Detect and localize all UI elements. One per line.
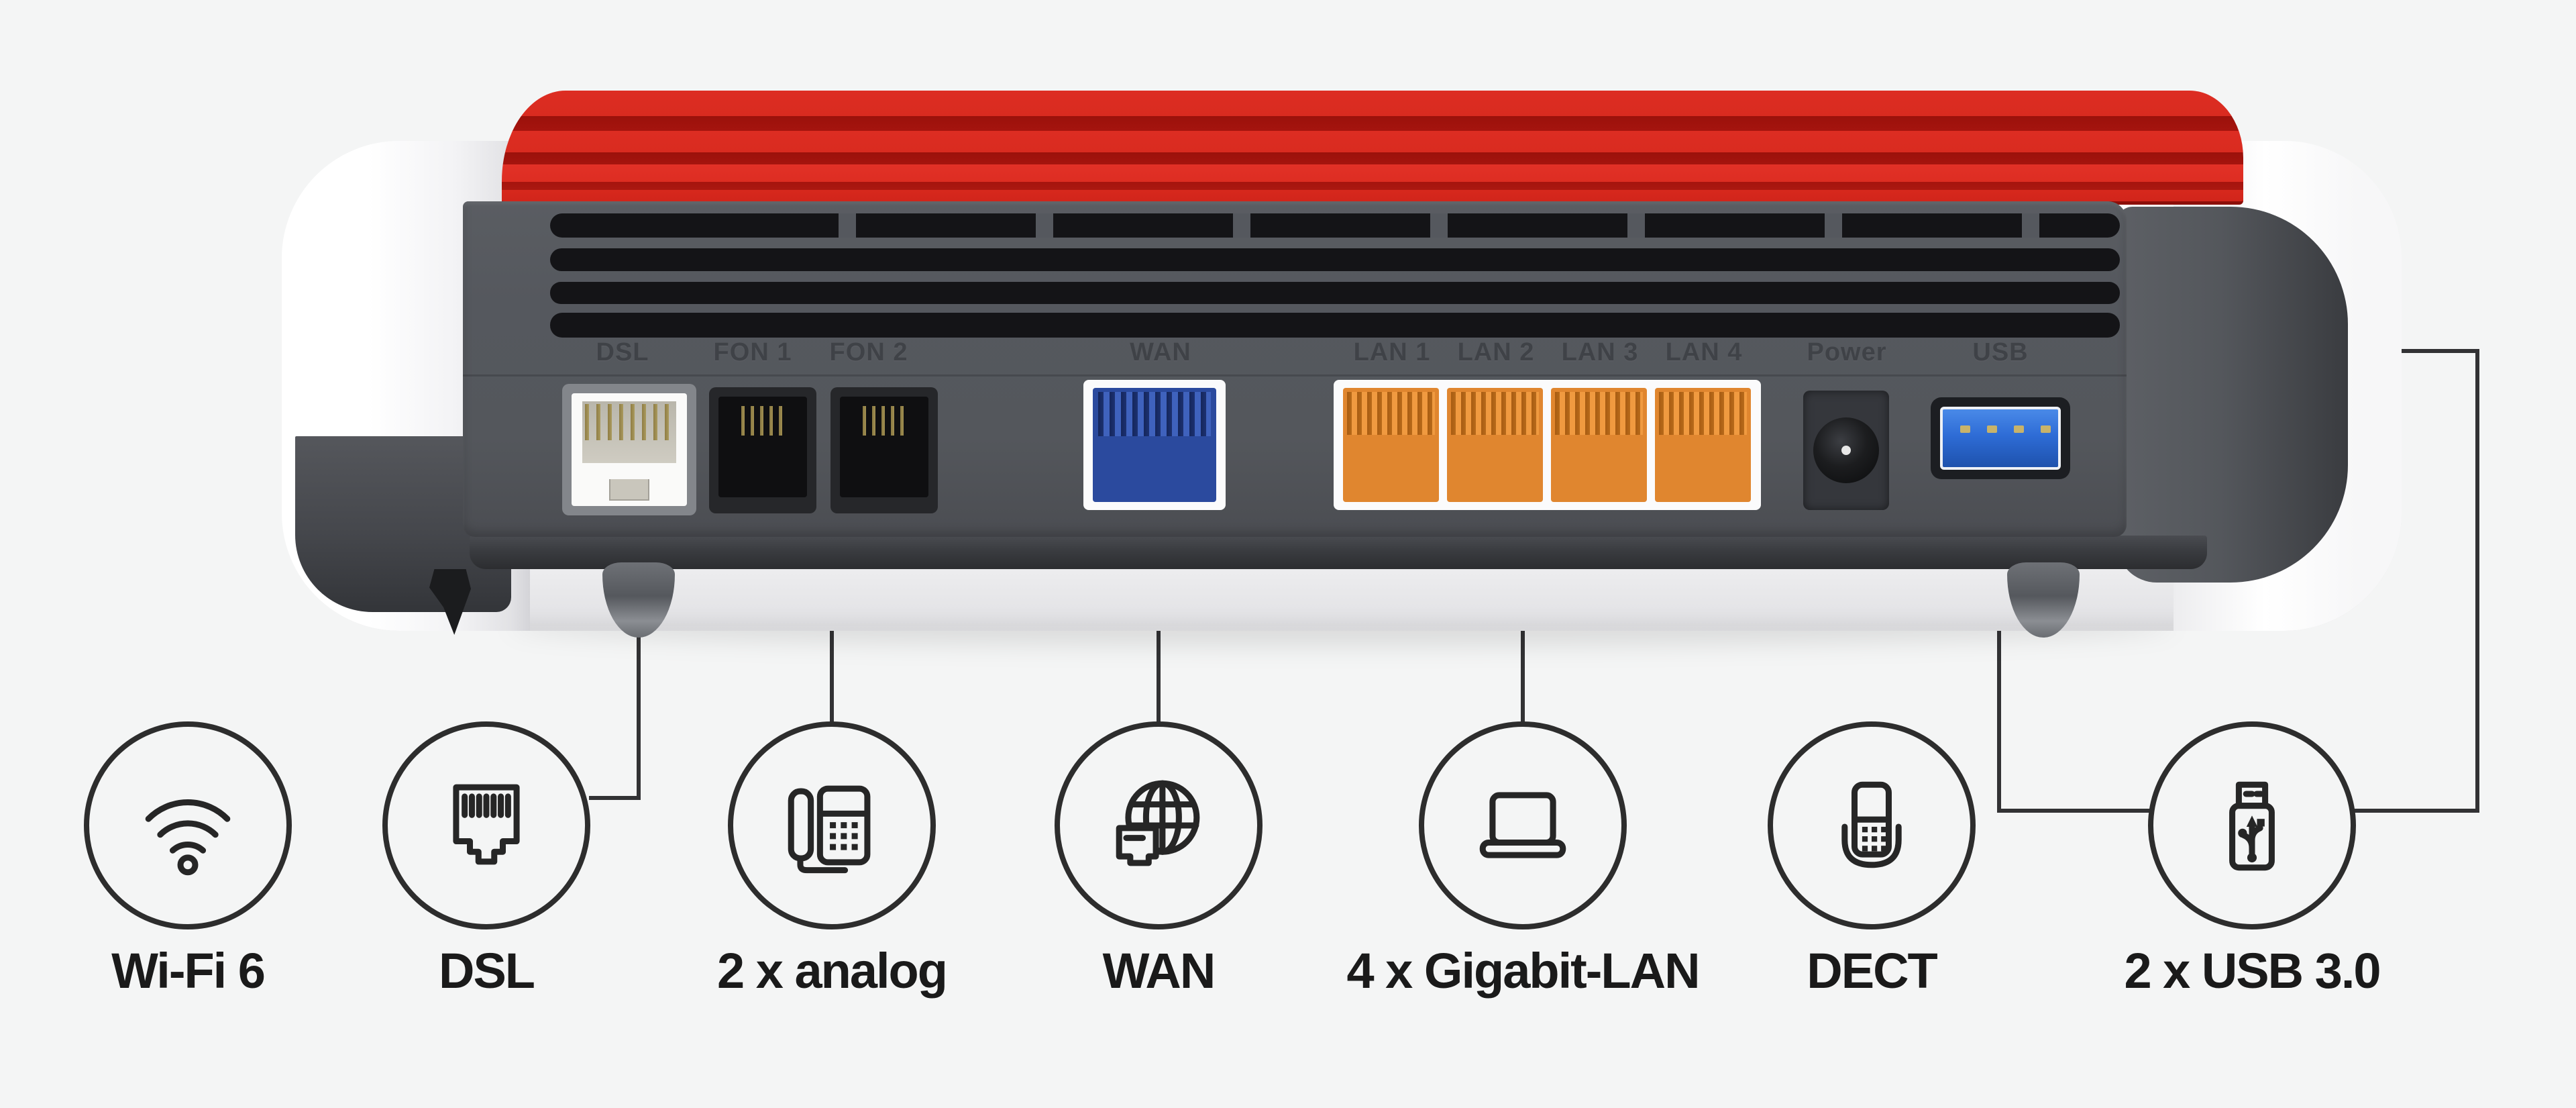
port-label-wan: WAN bbox=[1130, 338, 1191, 366]
wifi-icon bbox=[84, 721, 292, 929]
lan4-port-pins bbox=[1659, 392, 1747, 435]
power-port bbox=[1803, 391, 1889, 510]
laptop-icon bbox=[1419, 721, 1627, 929]
vent-separator bbox=[2022, 213, 2039, 238]
panel-seam bbox=[463, 374, 2127, 376]
port-label-usb: USB bbox=[1972, 338, 2029, 366]
fon2-port-inner bbox=[840, 397, 928, 497]
port-label-power: Power bbox=[1807, 338, 1887, 366]
dsl-port-tab bbox=[609, 479, 649, 501]
feature-label-dect: DECT bbox=[1807, 943, 1937, 999]
lan3-port-pins bbox=[1555, 392, 1643, 435]
wan-port-inner bbox=[1093, 388, 1216, 502]
usb-stick-icon bbox=[2148, 721, 2356, 929]
connector-line-usb-right-horizontal-top bbox=[2399, 349, 2479, 353]
dsl-port-metal bbox=[582, 401, 676, 463]
router-right-side-dark bbox=[2116, 207, 2348, 583]
feature-circle-wan bbox=[1055, 721, 1263, 929]
feature-circle-wifi bbox=[84, 721, 292, 929]
port-label-dsl: DSL bbox=[596, 338, 649, 366]
vent-separator bbox=[1627, 213, 1645, 238]
connector-line-wan bbox=[1157, 566, 1161, 724]
power-jack-pin bbox=[1841, 446, 1851, 455]
port-label-lan1: LAN 1 bbox=[1353, 338, 1431, 366]
lan2-port-pins bbox=[1451, 392, 1539, 435]
dsl-port-inner bbox=[572, 393, 687, 506]
vent-separator bbox=[1036, 213, 1053, 238]
dsl-port bbox=[562, 384, 696, 515]
connector-line-dsl-horizontal bbox=[589, 796, 641, 800]
lan1-port bbox=[1343, 388, 1439, 502]
vent-separator bbox=[1825, 213, 1842, 238]
fon2-port bbox=[830, 387, 938, 513]
dect-phone-icon bbox=[1768, 721, 1976, 929]
usb-contact bbox=[2041, 425, 2051, 433]
connector-line-usb-left-vertical bbox=[1997, 599, 2001, 813]
vent-slot bbox=[550, 282, 2120, 304]
lan4-port bbox=[1655, 388, 1751, 502]
router-rear-panel: DSL FON 1 FON 2 WAN LAN 1 LAN 2 LAN 3 LA… bbox=[463, 201, 2127, 537]
fon1-port bbox=[709, 387, 816, 513]
feature-label-wifi: Wi-Fi 6 bbox=[111, 943, 266, 999]
router-red-top-cover bbox=[502, 91, 2243, 205]
connector-line-usb-right-vertical bbox=[2475, 349, 2479, 813]
power-jack bbox=[1813, 417, 1879, 483]
usb-contact bbox=[2014, 425, 2024, 433]
port-label-lan2: LAN 2 bbox=[1457, 338, 1535, 366]
feature-label-lan: 4 x Gigabit-LAN bbox=[1346, 943, 1700, 999]
feature-label-usb: 2 x USB 3.0 bbox=[2124, 943, 2381, 999]
vent-slot bbox=[550, 213, 2120, 238]
feature-circle-usb bbox=[2148, 721, 2356, 929]
usb-contact bbox=[1960, 425, 1970, 433]
vent-separator bbox=[839, 213, 856, 238]
vent-separator bbox=[1430, 213, 1448, 238]
port-label-lan4: LAN 4 bbox=[1665, 338, 1743, 366]
lan-port-group bbox=[1334, 380, 1761, 510]
feature-circle-dsl bbox=[382, 721, 590, 929]
usb-contact bbox=[1987, 425, 1997, 433]
connector-line-dsl-vertical bbox=[637, 623, 641, 800]
feature-circle-lan bbox=[1419, 721, 1627, 929]
usb-port-tongue bbox=[1940, 407, 2061, 470]
lan3-port bbox=[1551, 388, 1647, 502]
feature-circle-dect bbox=[1768, 721, 1976, 929]
wan-port bbox=[1083, 380, 1226, 510]
port-label-fon1: FON 1 bbox=[713, 338, 792, 366]
usb-port bbox=[1931, 397, 2070, 479]
analog-phone-icon bbox=[728, 721, 936, 929]
fon1-port-inner bbox=[718, 397, 807, 497]
vent-slot bbox=[550, 313, 2120, 338]
lan2-port bbox=[1447, 388, 1543, 502]
wan-globe-icon bbox=[1055, 721, 1263, 929]
fon2-port-pins bbox=[863, 406, 906, 436]
port-label-fon2: FON 2 bbox=[829, 338, 908, 366]
feature-label-wan: WAN bbox=[1102, 943, 1216, 999]
connector-line-analog bbox=[830, 566, 834, 724]
dsl-jack-icon bbox=[382, 721, 590, 929]
connector-line-usb-left-horizontal bbox=[2001, 809, 2150, 813]
feature-label-dsl: DSL bbox=[439, 943, 535, 999]
vent-separator bbox=[1233, 213, 1250, 238]
port-label-lan3: LAN 3 bbox=[1561, 338, 1639, 366]
feature-label-analog: 2 x analog bbox=[717, 943, 948, 999]
fon1-port-pins bbox=[741, 406, 784, 436]
router-base bbox=[470, 536, 2207, 569]
lan1-port-pins bbox=[1347, 392, 1435, 435]
dsl-port-pins bbox=[585, 404, 674, 440]
connector-line-usb-right-horizontal-bottom bbox=[2355, 809, 2479, 813]
feature-circle-analog bbox=[728, 721, 936, 929]
wan-port-pins bbox=[1098, 392, 1211, 436]
connector-line-lan bbox=[1521, 566, 1525, 724]
vent-slot bbox=[550, 248, 2120, 271]
